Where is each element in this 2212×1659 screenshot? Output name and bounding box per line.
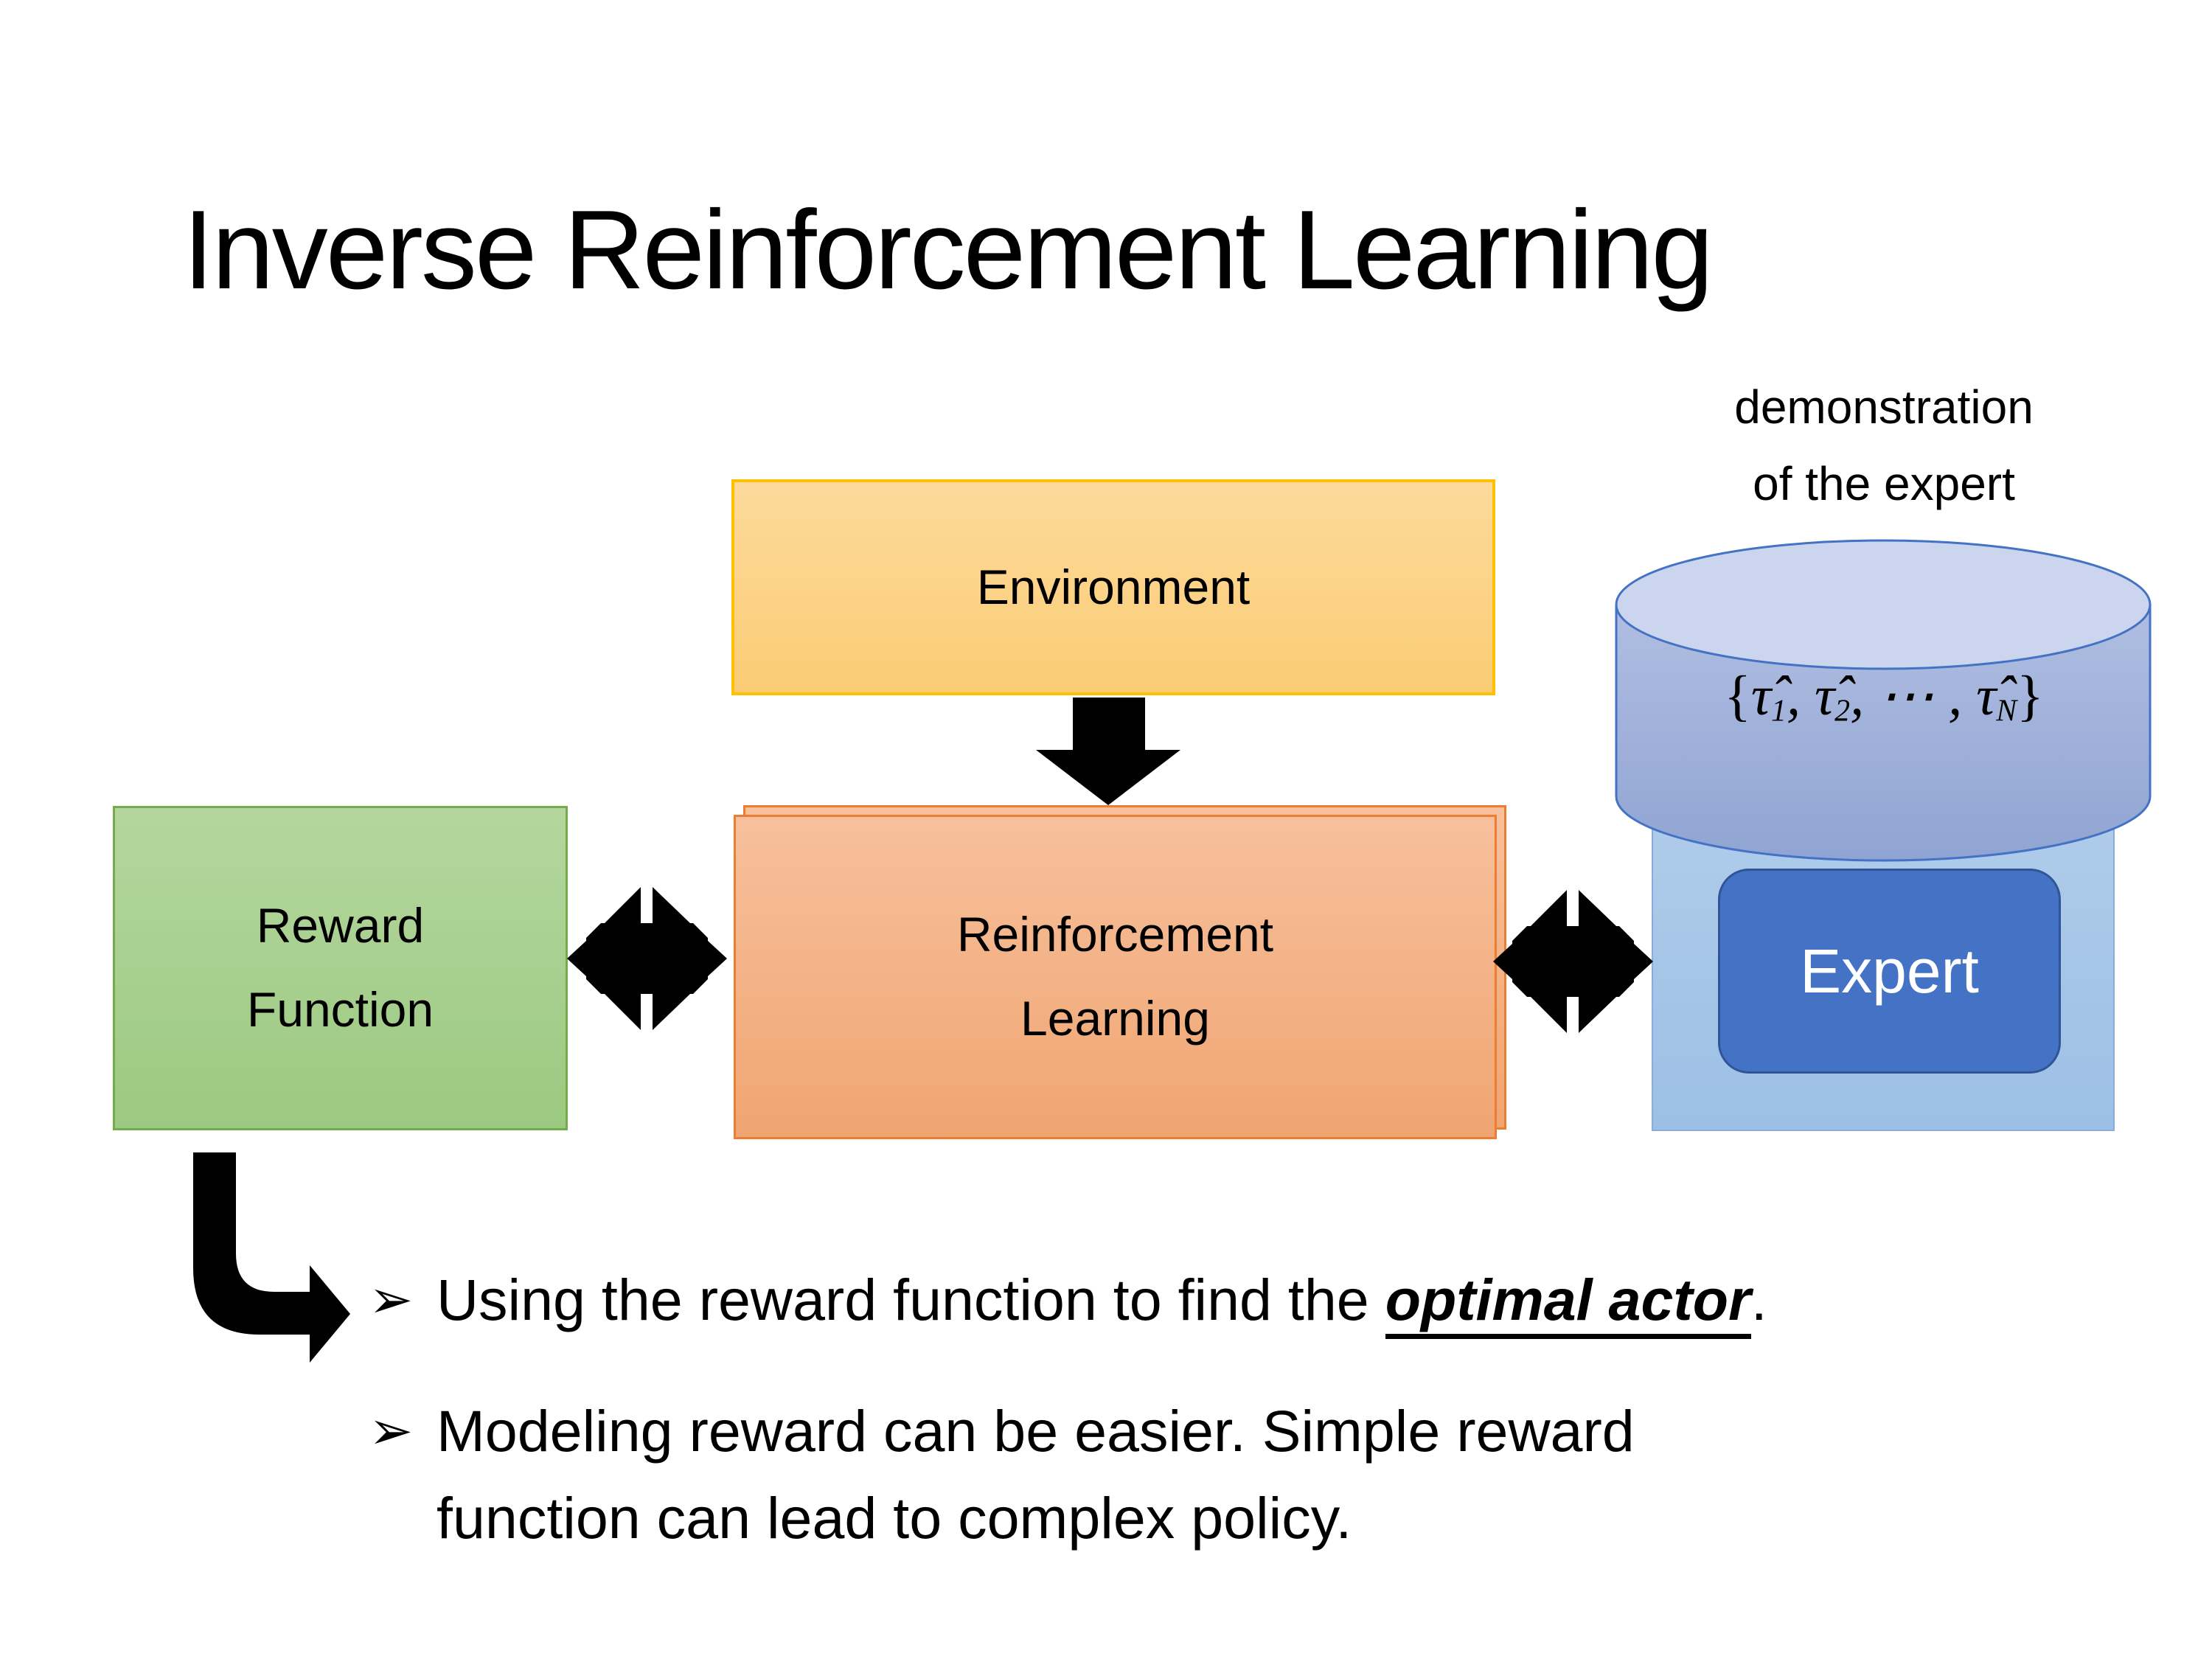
bullet1-suffix: . bbox=[1750, 1267, 1767, 1332]
cylinder-top bbox=[1615, 539, 2152, 670]
formula-close-brace: } bbox=[2017, 665, 2044, 727]
double-arrow-left-icon bbox=[567, 887, 727, 1030]
environment-box: Environment bbox=[731, 479, 1495, 695]
formula-tau1: τ̂ bbox=[1750, 665, 1772, 727]
cylinder-body bbox=[1615, 603, 2152, 862]
bullet-list: ➢ Using the reward function to find the … bbox=[369, 1256, 2065, 1606]
bullet-marker-icon: ➢ bbox=[369, 1270, 414, 1329]
bullet-item-1: ➢ Using the reward function to find the … bbox=[369, 1256, 2065, 1343]
formula-subN: N bbox=[1996, 694, 2017, 728]
bullet-text-2: Modeling reward can be easier. Simple re… bbox=[437, 1398, 1635, 1551]
annotation-demonstration: demonstration of the expert bbox=[1548, 369, 2212, 522]
bullet1-prefix: Using the reward function to find the bbox=[437, 1267, 1385, 1332]
formula-tau2: τ̂ bbox=[1814, 665, 1835, 727]
formula-sub1: 1 bbox=[1771, 694, 1787, 728]
formula-tauN: τ̂ bbox=[1976, 665, 1997, 727]
formula-comma2: , bbox=[1850, 665, 1865, 727]
environment-label: Environment bbox=[976, 559, 1251, 614]
expert-label: Expert bbox=[1800, 936, 1979, 1006]
reward-function-box: Reward Function bbox=[113, 806, 568, 1130]
expert-box: Expert bbox=[1718, 869, 2061, 1074]
demonstration-database-cylinder-icon bbox=[1615, 539, 2152, 862]
reinforcement-learning-box: Reinforcement Learning bbox=[734, 815, 1497, 1139]
formula-comma1: , bbox=[1786, 665, 1801, 727]
annotation-line1: demonstration bbox=[1734, 380, 2034, 434]
bent-arrow-icon bbox=[193, 1152, 350, 1363]
reinforcement-learning-label: Reinforcement Learning bbox=[956, 907, 1274, 1046]
double-arrow-right-icon bbox=[1493, 890, 1653, 1033]
formula-sub2: 2 bbox=[1834, 694, 1851, 728]
bullet1-emphasis: optimal actor bbox=[1385, 1267, 1751, 1339]
bullet-item-2: ➢ Modeling reward can be easier. Simple … bbox=[369, 1388, 2065, 1562]
page-title: Inverse Reinforcement Learning bbox=[183, 187, 1714, 313]
trajectory-set-formula: {τ̂1, τ̂2, ⋯ , τ̂N} bbox=[1626, 662, 2142, 729]
formula-open-brace: { bbox=[1724, 665, 1751, 727]
reward-function-label: Reward Function bbox=[246, 898, 434, 1037]
bullet-text-1: Using the reward function to find the op… bbox=[437, 1256, 1767, 1343]
down-arrow-icon bbox=[1036, 698, 1180, 805]
bullet-marker-icon: ➢ bbox=[369, 1402, 414, 1461]
annotation-line2: of the expert bbox=[1753, 457, 2015, 510]
formula-comma3: , bbox=[1948, 665, 1963, 727]
formula-dots: ⋯ bbox=[1878, 665, 1935, 727]
